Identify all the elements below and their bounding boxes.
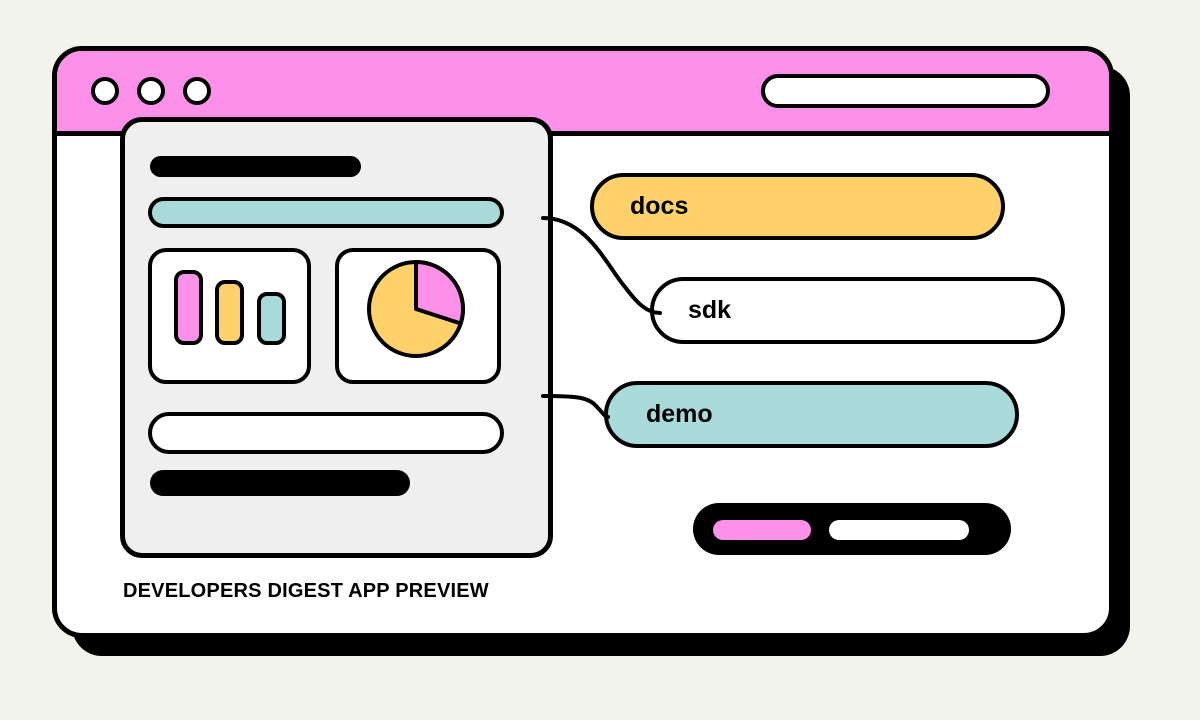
- highlight-bar: [148, 197, 504, 228]
- input-placeholder: [148, 412, 504, 454]
- toggle-option-active[interactable]: [713, 520, 811, 540]
- title-placeholder: [150, 156, 361, 177]
- window-control-maximize-icon[interactable]: [183, 77, 211, 105]
- window-control-close-icon[interactable]: [91, 77, 119, 105]
- link-pill-docs[interactable]: docs: [590, 173, 1005, 240]
- title-bar: [57, 51, 1109, 136]
- connector-lines: [541, 216, 662, 419]
- connector-to-demo: [541, 394, 610, 419]
- pie-chart-icon: [367, 260, 465, 358]
- bar-chart-icon-bar-yellow: [215, 280, 244, 345]
- bar-chart-tile: [148, 248, 311, 384]
- pie-chart-highlight-slice: [414, 260, 465, 326]
- bar-chart-icon-bar-pink: [174, 270, 203, 345]
- app-preview-card: [120, 117, 553, 558]
- text-line-placeholder: [150, 470, 410, 496]
- bar-chart-icon-bar-teal: [257, 292, 286, 345]
- pie-chart-tile: [335, 248, 501, 384]
- address-bar[interactable]: [761, 74, 1050, 108]
- link-pill-label: demo: [646, 400, 713, 428]
- link-pill-label: docs: [630, 192, 689, 220]
- app-window: DEVELOPERS DIGEST APP PREVIEW docs sdk d…: [52, 46, 1114, 638]
- link-pill-demo[interactable]: demo: [604, 381, 1019, 448]
- segmented-toggle[interactable]: [693, 503, 1011, 555]
- window-control-minimize-icon[interactable]: [137, 77, 165, 105]
- link-pill-sdk[interactable]: sdk: [650, 277, 1065, 344]
- toggle-option-inactive[interactable]: [829, 520, 969, 540]
- preview-caption: DEVELOPERS DIGEST APP PREVIEW: [123, 580, 489, 602]
- connector-to-sdk: [541, 216, 662, 315]
- link-pill-label: sdk: [688, 296, 732, 324]
